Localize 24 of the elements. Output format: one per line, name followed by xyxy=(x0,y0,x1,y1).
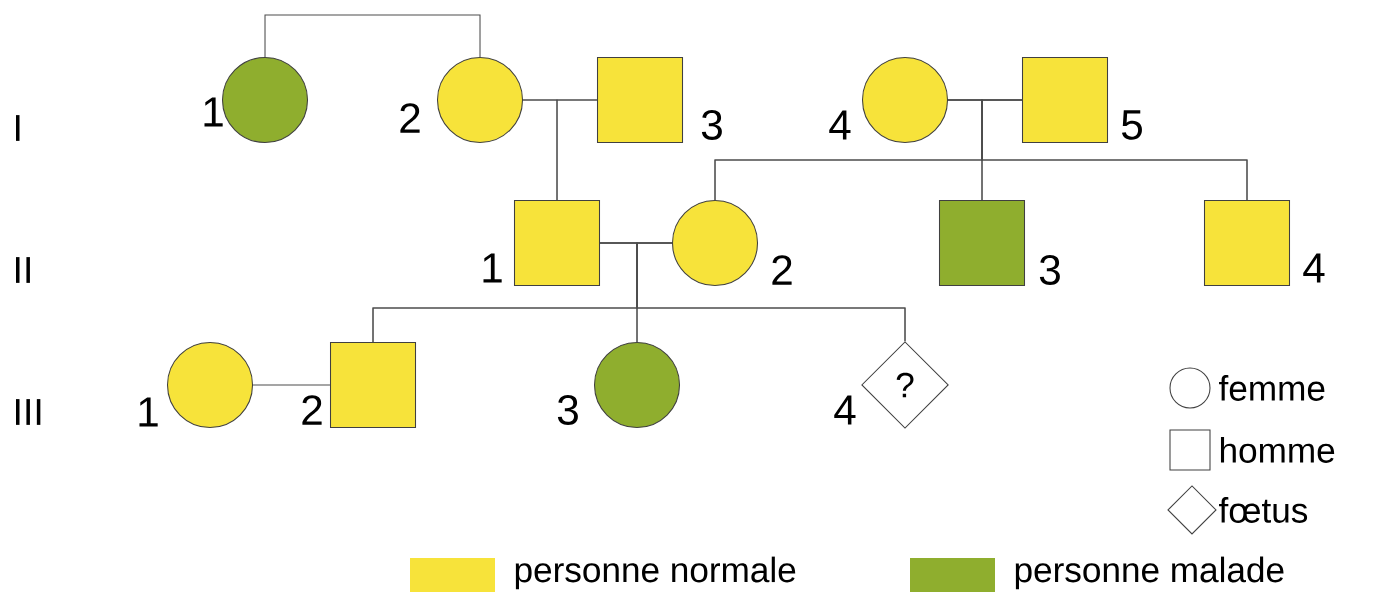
individual-number: 3 xyxy=(701,110,722,140)
individual-number: 3 xyxy=(1039,255,1060,285)
individual-number: 2 xyxy=(400,103,420,133)
generation-label: II xyxy=(16,257,30,283)
individual-number: 4 xyxy=(829,110,851,140)
individual-number: 3 xyxy=(557,395,578,425)
legend-text: homme xyxy=(1220,437,1335,463)
individual-number: 2 xyxy=(772,255,792,285)
individual-number: 4 xyxy=(834,395,856,425)
pedigree-line xyxy=(556,99,598,201)
individual-number: 1 xyxy=(139,397,158,427)
generation-label: III xyxy=(16,399,41,425)
individual-number: 1 xyxy=(204,97,223,127)
pedigree-line xyxy=(252,384,331,386)
legend-text: fœtus xyxy=(1219,497,1308,523)
individual-number: 5 xyxy=(1121,110,1142,140)
legend-text: femme xyxy=(1219,375,1325,401)
generation-label: I xyxy=(16,115,20,141)
individual-number: 2 xyxy=(302,395,322,425)
individual-number: 4 xyxy=(1303,253,1325,283)
legend-text: personne malade xyxy=(1015,556,1284,590)
pedigree-line xyxy=(264,14,481,58)
individual-number: 1 xyxy=(483,253,502,283)
legend-text: personne normale xyxy=(515,556,796,590)
